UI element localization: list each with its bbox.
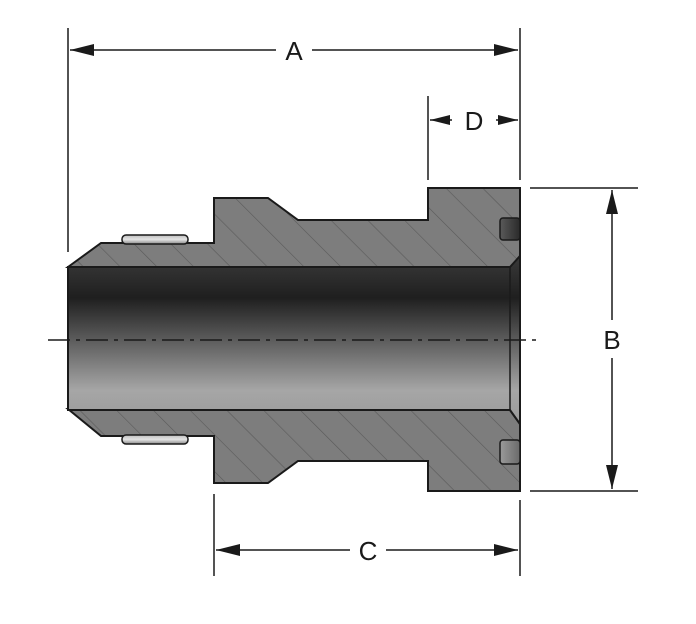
dimension-label-d: D	[465, 106, 484, 136]
dimension-d	[430, 115, 518, 125]
dimension-label-a: A	[285, 36, 303, 66]
lower-sleeve-ring	[121, 434, 189, 445]
lower-wall-section	[65, 407, 521, 492]
dimension-a	[70, 44, 518, 56]
upper-face-groove	[499, 217, 521, 241]
upper-sleeve-ring	[121, 234, 189, 245]
upper-wall-section	[64, 187, 521, 270]
dimension-label-c: C	[359, 536, 378, 566]
dimension-label-b: B	[603, 325, 620, 355]
lower-face-groove	[499, 439, 521, 465]
dimension-b	[606, 190, 618, 489]
dimension-c	[216, 544, 518, 556]
